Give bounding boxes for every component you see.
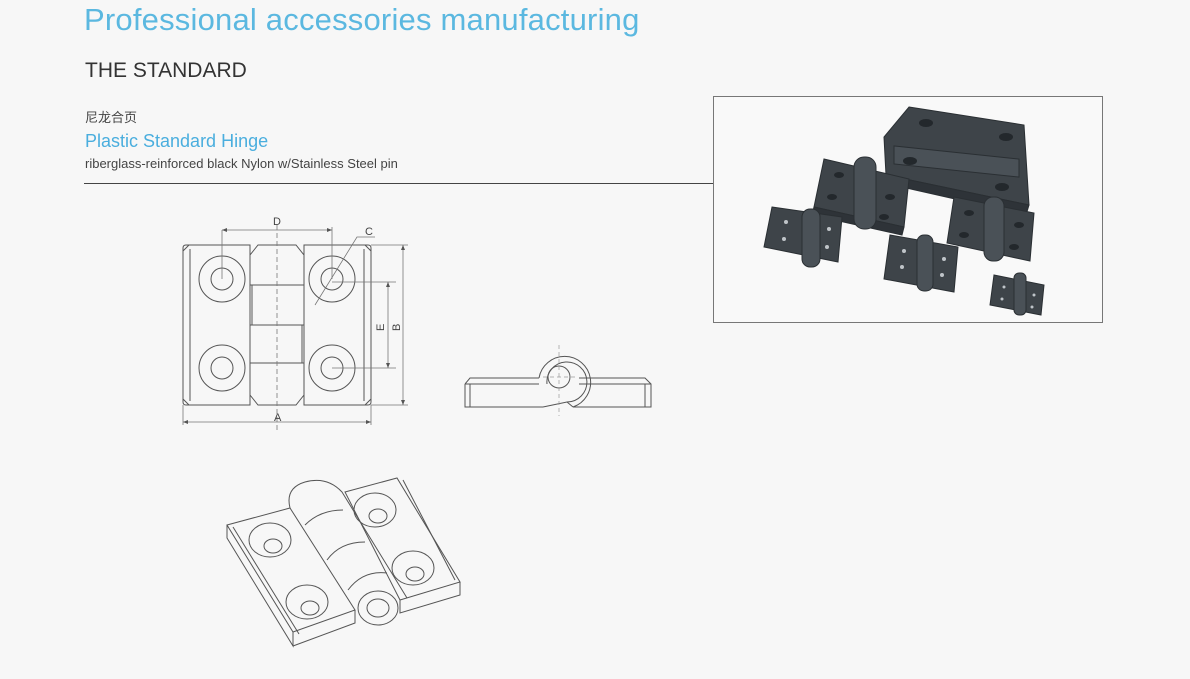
isometric-view-drawing bbox=[226, 477, 461, 648]
section-title: THE STANDARD bbox=[85, 59, 247, 82]
page-headline: Professional accessories manufacturing bbox=[84, 2, 640, 37]
dimension-label-b: B bbox=[391, 324, 403, 331]
product-name-chinese: 尼龙合页 bbox=[85, 111, 138, 126]
dimension-label-d: D bbox=[273, 216, 281, 228]
hinges-photo-illustration bbox=[763, 106, 1045, 316]
front-view-drawing: D C E B A bbox=[182, 216, 408, 430]
dimension-label-e: E bbox=[375, 324, 387, 331]
dimension-label-a: A bbox=[274, 412, 282, 424]
section-divider bbox=[84, 183, 714, 184]
product-description: riberglass-reinforced black Nylon w/Stai… bbox=[85, 156, 398, 171]
side-view-drawing bbox=[464, 345, 652, 416]
dimension-label-c: C bbox=[365, 226, 373, 238]
product-name: Plastic Standard Hinge bbox=[85, 131, 269, 151]
product-photo bbox=[713, 96, 1103, 323]
